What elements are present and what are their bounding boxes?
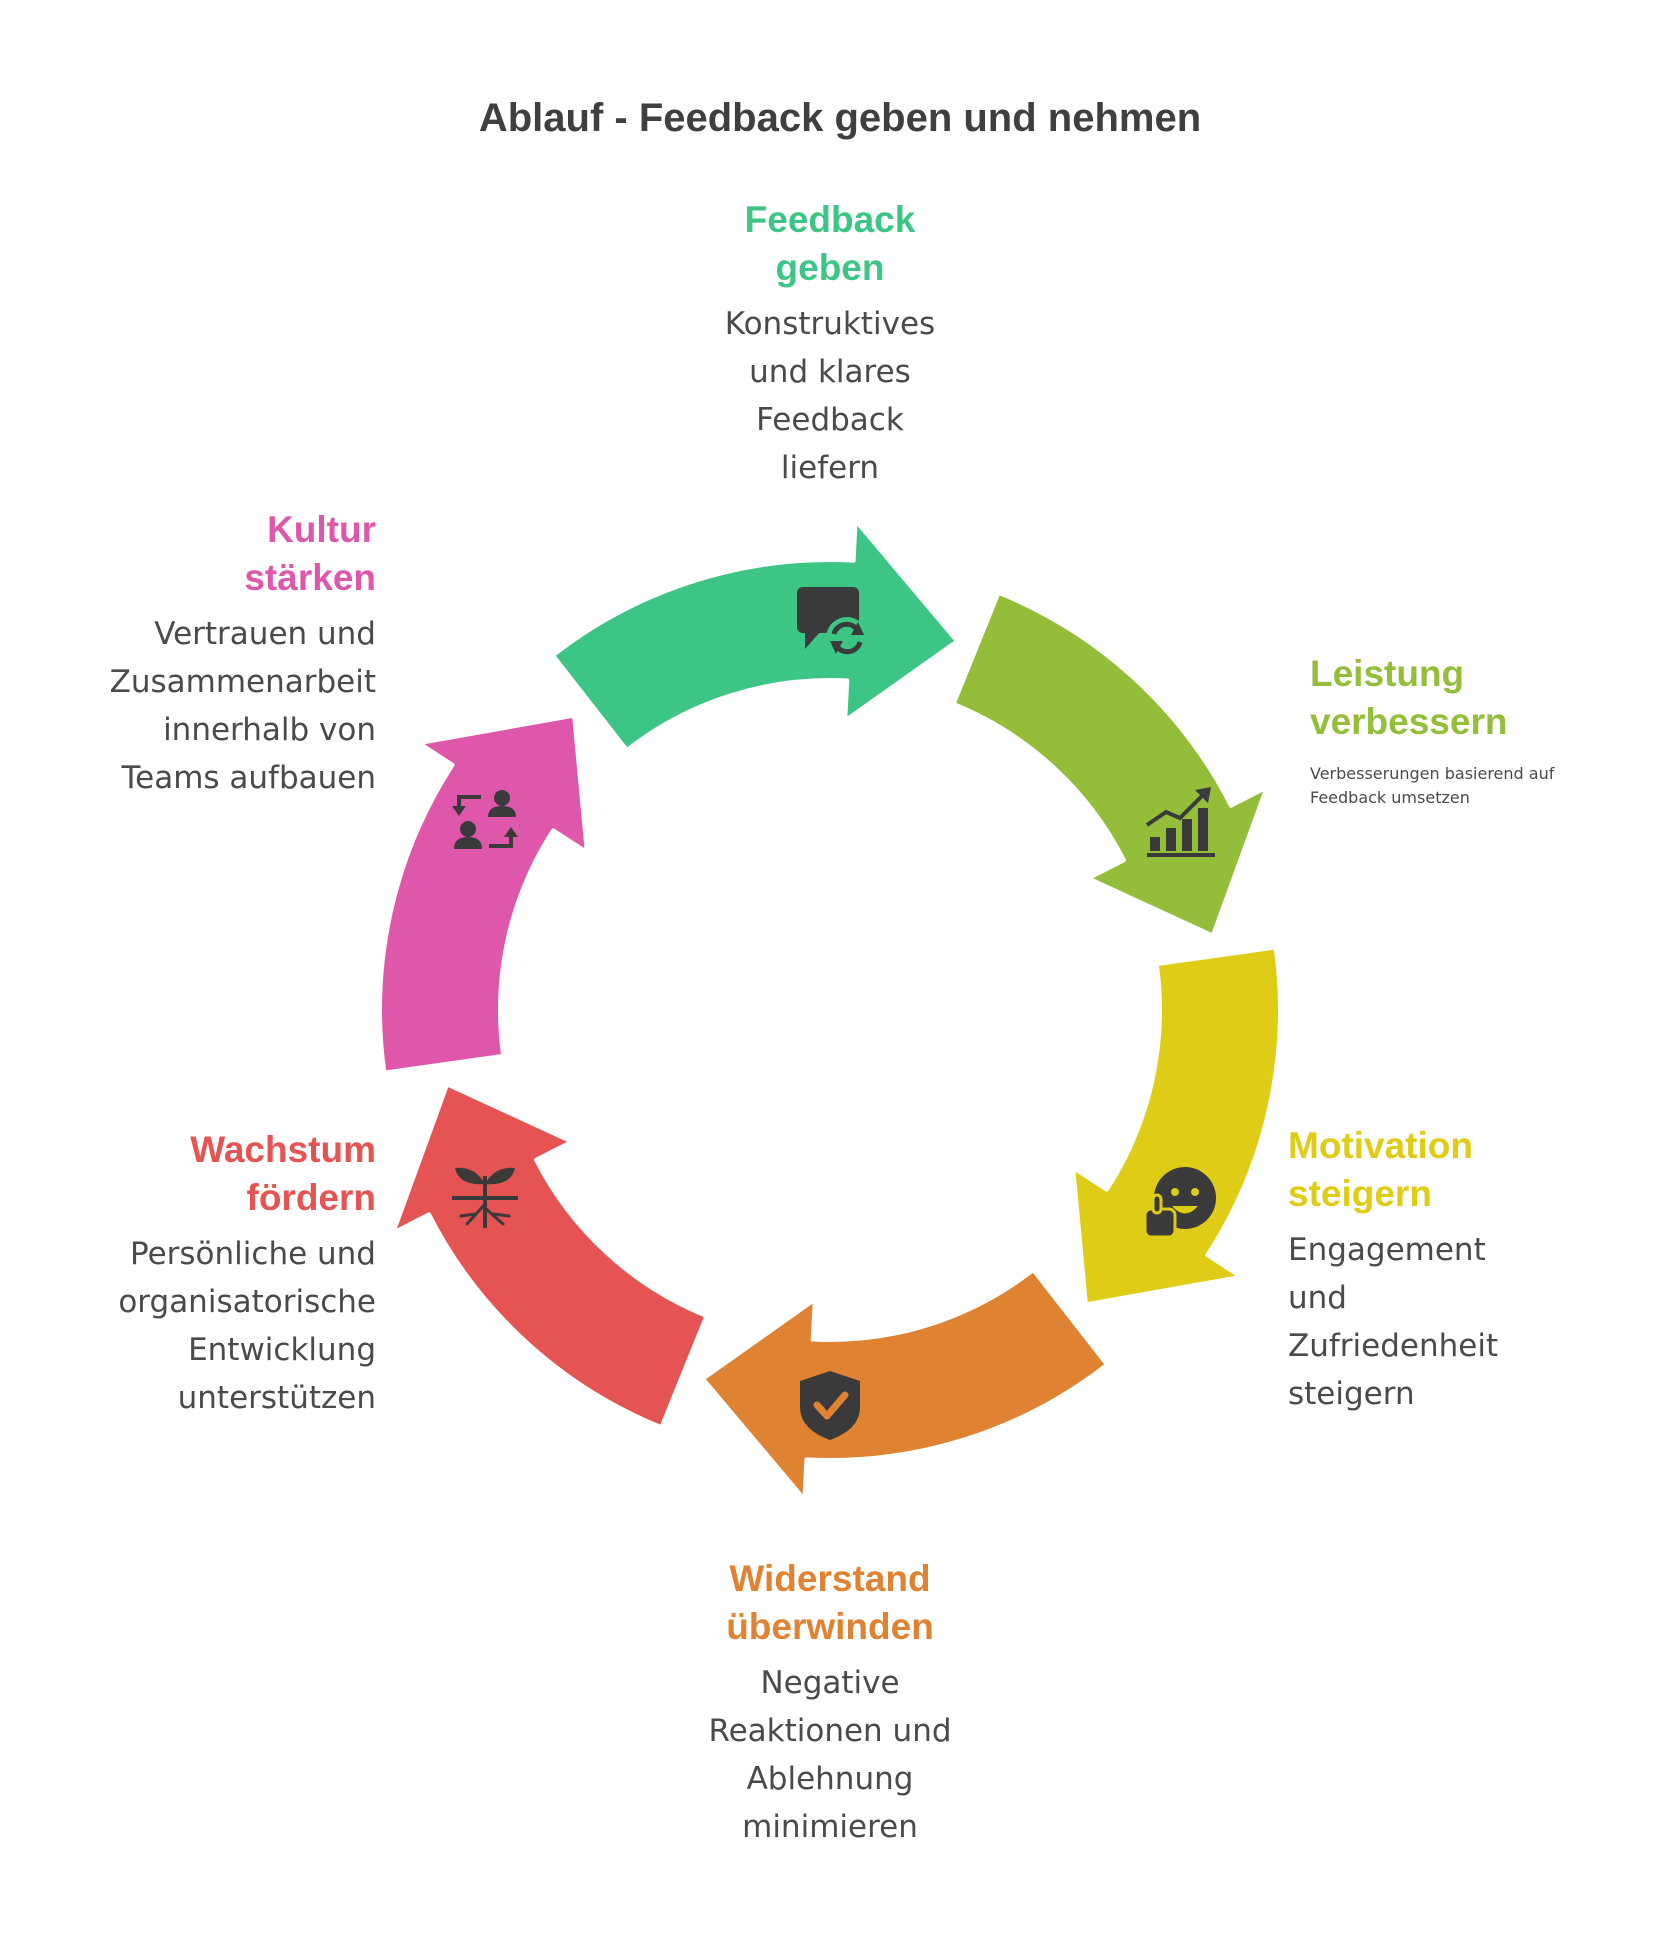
step-title: Kultur stärken bbox=[244, 509, 376, 598]
cycle-segment-widerstand bbox=[701, 1268, 1109, 1502]
step-description: Konstruktives und klares Feedback liefer… bbox=[724, 306, 936, 486]
chat-refresh-icon bbox=[797, 587, 868, 659]
step-description: Verbesserungen basierend auf Feedback um… bbox=[1310, 764, 1555, 807]
step-description: Vertrauen und Zusammenarbeit innerhalb v… bbox=[109, 616, 376, 796]
cycle-segment-kultur bbox=[378, 713, 589, 1075]
team-exchange-icon bbox=[452, 790, 518, 849]
step-motivation-label: Motivation steigern Engagement und Zufri… bbox=[1288, 1122, 1648, 1418]
cycle-segment-wachstum bbox=[391, 1082, 709, 1430]
cycle-segment-feedback bbox=[551, 518, 959, 752]
step-title: Leistung verbessern bbox=[1310, 653, 1508, 742]
step-title: Wachstum fördern bbox=[190, 1129, 376, 1218]
step-description: Negative Reaktionen und Ablehnung minimi… bbox=[708, 1665, 952, 1845]
step-leistung-label: Leistung verbessern Verbesserungen basie… bbox=[1310, 650, 1650, 810]
step-description: Persönliche und organisatorische Entwick… bbox=[118, 1236, 376, 1416]
growth-chart-icon bbox=[1145, 787, 1215, 857]
plant-roots-icon bbox=[452, 1167, 518, 1228]
step-kultur-label: Kultur stärken Vertrauen und Zusammenarb… bbox=[20, 506, 376, 802]
smiley-thumbs-up-icon bbox=[1143, 1167, 1216, 1239]
step-title: Motivation steigern bbox=[1288, 1125, 1473, 1214]
cycle-segment-leistung bbox=[951, 590, 1269, 938]
cycle-segments bbox=[378, 518, 1282, 1502]
shield-check-icon bbox=[800, 1371, 860, 1440]
step-title: Feedback geben bbox=[744, 199, 916, 288]
step-feedback-label: Feedback geben Konstruktives und klares … bbox=[640, 196, 1020, 492]
page-title: Ablauf - Feedback geben und nehmen bbox=[478, 96, 1202, 140]
cycle-segment-motivation bbox=[1071, 945, 1282, 1307]
step-wachstum-label: Wachstum fördern Persönliche und organis… bbox=[20, 1126, 376, 1422]
step-title: Widerstand überwinden bbox=[726, 1558, 934, 1647]
step-description: Engagement und Zufriedenheit steigern bbox=[1288, 1232, 1499, 1412]
step-widerstand-label: Widerstand überwinden Negative Reaktione… bbox=[600, 1555, 1060, 1851]
